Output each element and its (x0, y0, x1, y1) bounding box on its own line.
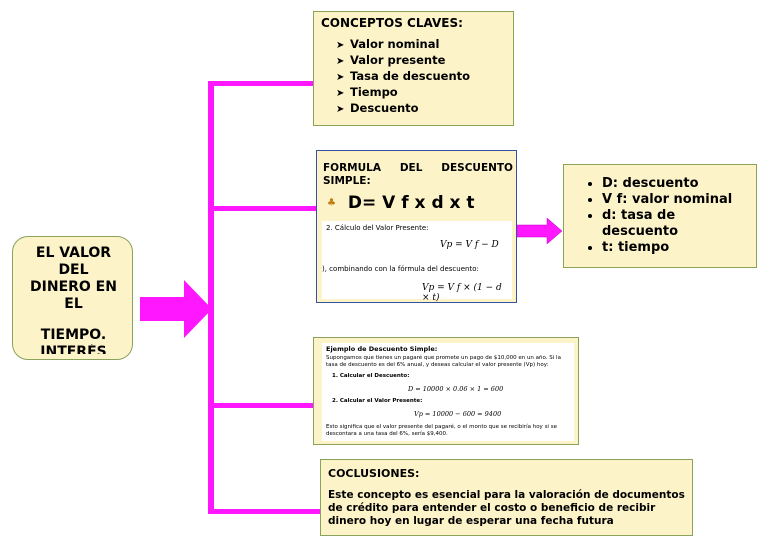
list-item: t: tiempo (602, 240, 768, 256)
formula-equation: D= V f x d x t (347, 193, 475, 213)
main-topic-line: EL (64, 296, 83, 312)
formula-title: FORMULA DEL DESCUENTO SIMPLE: (323, 162, 513, 187)
branch-conclusiones (208, 509, 320, 514)
conclusiones-text: Este concepto es esencial para la valora… (328, 489, 685, 527)
concepto-label: Valor presente (350, 53, 446, 67)
conceptos-title: CONCEPTOS CLAVES: (321, 16, 463, 30)
main-topic-line: DEL (58, 262, 89, 278)
concepto-label: Tasa de descuento (350, 69, 471, 83)
step2-equation: Vp = V f − D (440, 240, 499, 250)
ejemplo-conclusion: Esto significa que el valor presente del… (326, 424, 557, 437)
formula-box: FORMULA DEL DESCUENTO SIMPLE: ♣ D= V f x… (316, 150, 517, 303)
arrow-icon: ➤ (336, 88, 345, 99)
arrow-icon: ➤ (336, 72, 345, 83)
list-item: V f: valor nominal (602, 192, 768, 208)
list-item: D: descuento (602, 176, 768, 192)
ejemplo-excerpt: Ejemplo de Descuento Simple: Supongamos … (322, 343, 574, 441)
concepto-label: Descuento (350, 101, 419, 115)
ejemplo-eq1: D = 10000 × 0.06 × 1 = 600 (408, 385, 504, 393)
branch-conceptos (208, 81, 314, 86)
step3-label: ), combinando con la fórmula del descuen… (322, 265, 479, 273)
branch-formula (208, 206, 316, 211)
main-topic-line: EL VALOR (35, 245, 112, 261)
ejemplo-intro: Supongamos que tienes un pagaré que prom… (326, 355, 561, 368)
conceptos-box: CONCEPTOS CLAVES: ➤ Valor nominal ➤ Valor … (313, 11, 514, 126)
branch-ejemplo (208, 403, 316, 408)
ejemplo-step1: 1. Calcular el Descuento: (332, 373, 410, 379)
formula-main: ♣ D= V f x d x t (327, 193, 475, 213)
list-item: ➤ Tasa de descuento (336, 69, 470, 85)
main-connector-arrow (140, 280, 212, 338)
definitions-box: D: descuento V f: valor nominal d: tasa … (563, 164, 757, 268)
list-item: ➤ Valor presente (336, 53, 470, 69)
list-item: ➤ Tiempo (336, 85, 470, 101)
main-topic-title: EL VALOR DEL DINERO EN EL TIEMPO. INTERÉ… (13, 245, 134, 354)
step2-label: 2. Cálculo del Valor Presente: (326, 224, 429, 232)
definitions-list: D: descuento V f: valor nominal d: tasa … (584, 176, 768, 256)
conclusiones-title: COCLUSIONES: (328, 467, 420, 480)
main-topic-box: EL VALOR DEL DINERO EN EL TIEMPO. INTERÉ… (12, 236, 133, 360)
arrow-icon: ➤ (336, 104, 345, 115)
ejemplo-box: Ejemplo de Descuento Simple: Supongamos … (313, 337, 579, 445)
formula-excerpt: 2. Cálculo del Valor Presente: Vp = V f … (322, 221, 512, 303)
list-item: ➤ Valor nominal (336, 37, 470, 53)
concepto-label: Tiempo (350, 85, 398, 99)
main-topic-line: INTERÉS (40, 344, 107, 354)
step3-equation: Vp = V f × (1 − d × t) (422, 283, 502, 303)
arrow-icon: ➤ (336, 40, 345, 51)
conceptos-list: ➤ Valor nominal ➤ Valor presente ➤ Tasa de … (336, 37, 470, 117)
ejemplo-eq2: Vp = 10000 − 600 = 9400 (414, 410, 502, 418)
arrow-icon: ➤ (336, 56, 345, 67)
concepto-label: Valor nominal (350, 37, 440, 51)
clover-icon: ♣ (327, 197, 336, 209)
ejemplo-step2: 2. Calcular el Valor Presente: (332, 398, 423, 404)
formula-to-definitions-arrow (517, 218, 563, 244)
list-item: d: tasa de descuento (602, 208, 722, 240)
conclusiones-box: COCLUSIONES: Este concepto es esencial p… (320, 459, 693, 536)
connector-spine (208, 81, 214, 514)
main-topic-line: DINERO EN (30, 279, 117, 295)
list-item: ➤ Descuento (336, 101, 470, 117)
main-topic-line: TIEMPO. (40, 327, 107, 343)
ejemplo-title: Ejemplo de Descuento Simple: (326, 345, 438, 353)
